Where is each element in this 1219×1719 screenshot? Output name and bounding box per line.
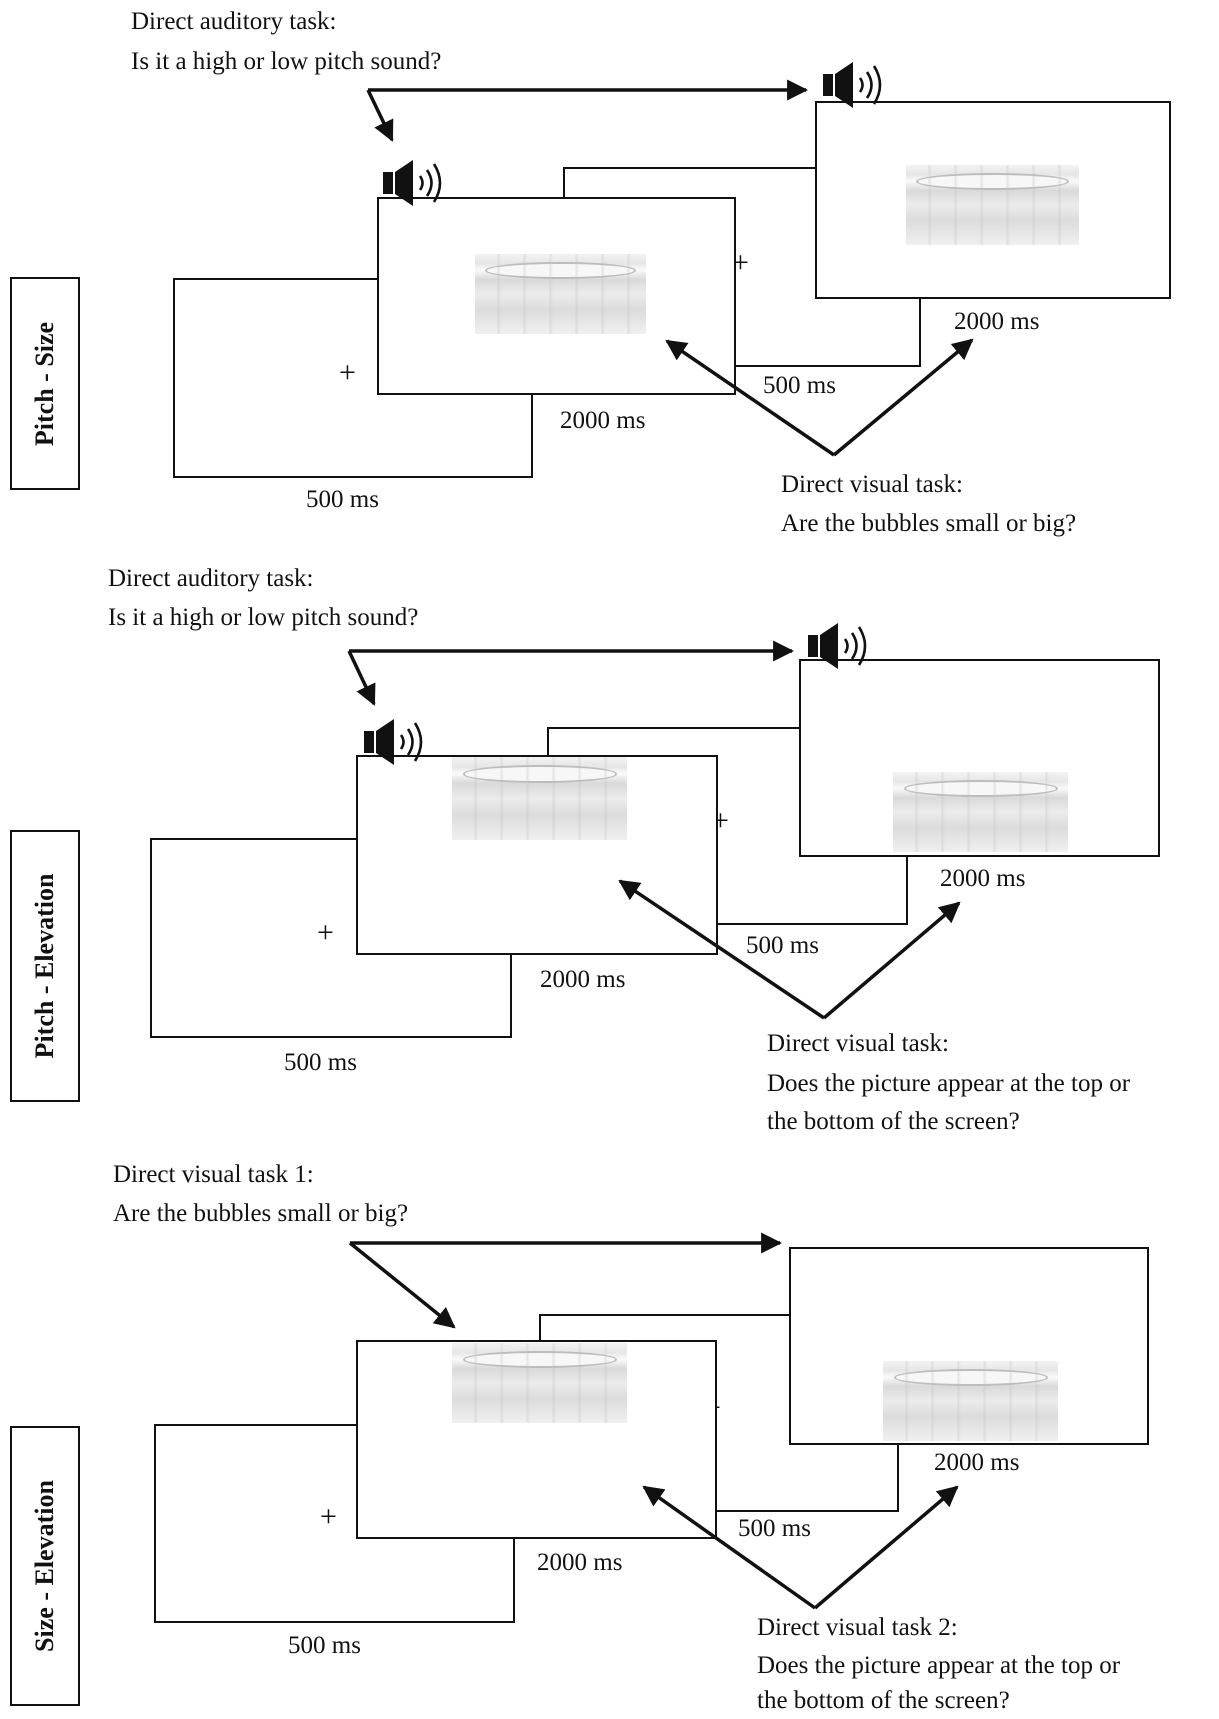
bottom-task-question: Does the picture appear at the top or	[767, 1070, 1131, 1097]
duration-fixation-2: 500 ms	[738, 1515, 811, 1542]
top-task-title: Direct visual task 1:	[113, 1161, 314, 1188]
top-task-question: Is it a high or low pitch sound?	[131, 48, 442, 75]
condition-label: Size - Elevation	[10, 1426, 80, 1706]
task-arrow-bottom	[665, 338, 974, 457]
panel-pitch-size: Pitch - Size Direct auditory task: Is it…	[0, 0, 1219, 560]
top-task-question: Are the bubbles small or big?	[113, 1200, 409, 1227]
duration-fixation-1: 500 ms	[284, 1049, 357, 1076]
panel-pitch-elevation: Pitch - Elevation Direct auditory task: …	[10, 565, 1160, 1135]
bottom-task-question-line-2: the bottom of the screen?	[757, 1687, 1010, 1714]
top-task-title: Direct auditory task:	[108, 565, 314, 592]
bottom-task-title: Direct visual task:	[767, 1030, 949, 1057]
bottom-task-question-line-2: the bottom of the screen?	[767, 1108, 1020, 1135]
speaker-icon	[806, 621, 867, 671]
duration-fixation-1: 500 ms	[306, 486, 379, 513]
duration-stimulus-1: 2000 ms	[560, 407, 646, 434]
duration-fixation-2: 500 ms	[746, 932, 819, 959]
duration-stimulus-2: 2000 ms	[940, 865, 1026, 892]
water-glass-image	[893, 772, 1068, 852]
water-glass-image	[452, 1343, 627, 1423]
fixation-cross-2: +	[732, 246, 749, 279]
water-glass-image	[883, 1361, 1058, 1441]
water-glass-image	[475, 254, 646, 334]
top-task-title: Direct auditory task:	[131, 8, 337, 35]
fixation-cross-1: +	[320, 1500, 337, 1533]
speaker-icon	[821, 60, 882, 110]
task-arrow-top	[347, 640, 795, 706]
task-arrow-bottom	[618, 879, 961, 1020]
duration-stimulus-2: 2000 ms	[954, 308, 1040, 335]
condition-label: Pitch - Elevation	[10, 830, 80, 1102]
condition-label: Pitch - Size	[10, 277, 80, 490]
speaker-icon	[362, 717, 423, 767]
duration-stimulus-1: 2000 ms	[537, 1549, 623, 1576]
speaker-icon	[381, 158, 442, 208]
water-glass-image	[906, 165, 1079, 245]
bottom-task-question: Does the picture appear at the top or	[757, 1652, 1121, 1679]
duration-stimulus-2: 2000 ms	[934, 1449, 1020, 1476]
duration-fixation-1: 500 ms	[288, 1632, 361, 1659]
top-task-question: Is it a high or low pitch sound?	[108, 604, 419, 631]
task-arrow-bottom	[642, 1485, 959, 1610]
duration-stimulus-1: 2000 ms	[540, 966, 626, 993]
duration-fixation-2: 500 ms	[763, 372, 836, 399]
bottom-task-title: Direct visual task 2:	[757, 1614, 958, 1641]
fixation-cross-1: +	[317, 916, 334, 949]
water-glass-image	[452, 757, 627, 840]
bottom-task-title: Direct visual task:	[781, 471, 963, 498]
task-arrow-top	[366, 79, 809, 142]
bottom-task-question: Are the bubbles small or big?	[781, 510, 1077, 537]
fixation-cross-1: +	[339, 356, 356, 389]
task-arrow-top	[348, 1232, 783, 1329]
